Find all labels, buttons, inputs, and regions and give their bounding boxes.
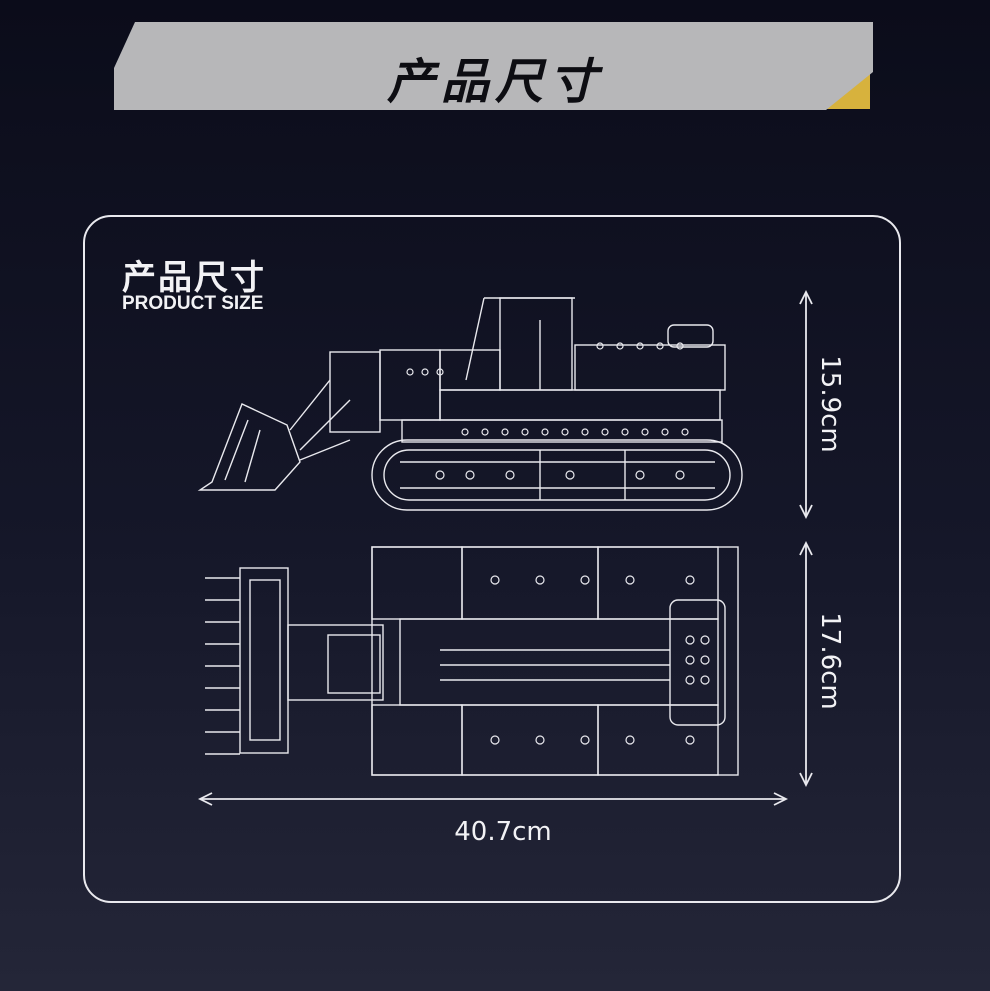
width-arrow [799, 540, 813, 788]
height-arrow [799, 289, 813, 520]
side-view-loader [197, 297, 743, 511]
height-label: 15.9cm [815, 355, 845, 453]
banner-plate [114, 22, 873, 110]
section-title-zh: 产品尺寸 [122, 258, 266, 298]
section-title-en: PRODUCT SIZE [122, 293, 264, 314]
banner-title: 产品尺寸 [386, 54, 603, 110]
header-banner [114, 22, 873, 110]
length-arrow [197, 792, 789, 806]
width-label: 17.6cm [815, 612, 845, 710]
length-label: 40.7cm [454, 817, 552, 847]
top-view-loader [205, 546, 739, 776]
content-frame [83, 215, 901, 903]
